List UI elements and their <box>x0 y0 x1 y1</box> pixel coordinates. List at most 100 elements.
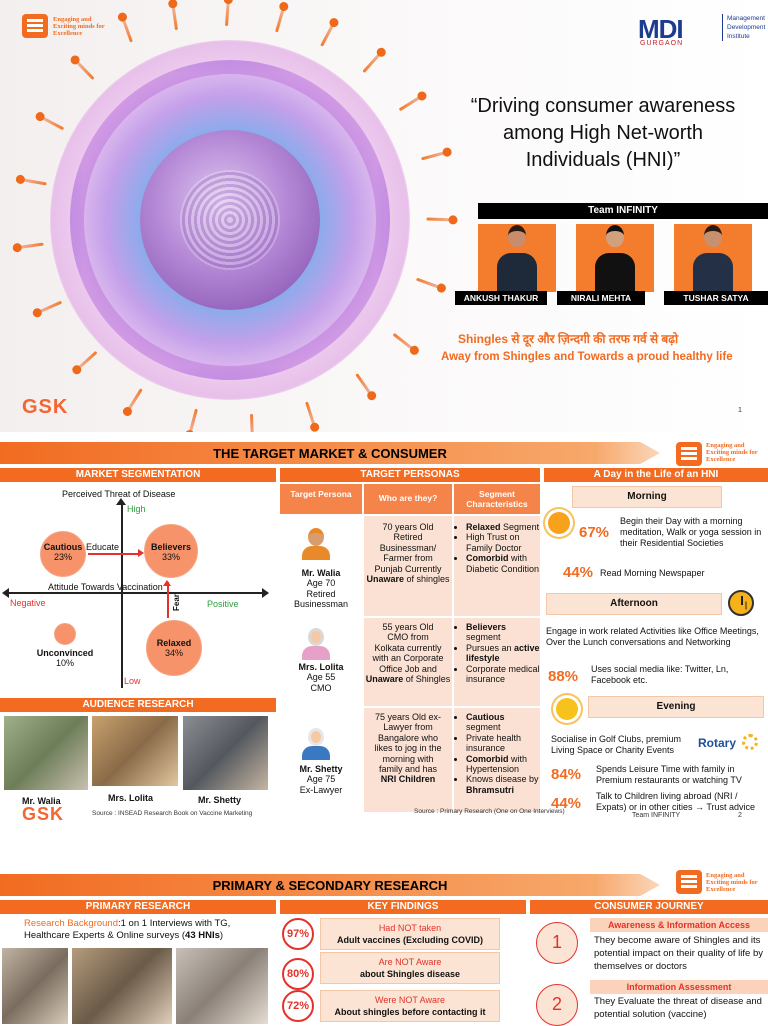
persona-cell <box>454 618 540 706</box>
educate-arrow <box>88 553 140 555</box>
title-bar <box>0 442 660 464</box>
stat-text: Spends Leisure Time with family in Premi… <box>596 764 742 785</box>
avatar <box>693 225 733 293</box>
title-bar <box>0 874 660 896</box>
rotary-logo: Rotary <box>698 736 737 750</box>
evening-text: Socialise in Golf Clubs, premium Living … <box>551 734 682 755</box>
finding-percent: 80% <box>282 958 314 990</box>
team-footer: Team INFINITY <box>632 812 681 819</box>
educate-label: Educate <box>86 542 120 552</box>
afternoon-header: Afternoon <box>546 593 722 615</box>
y-axis-title: Perceived Threat of Disease <box>62 489 176 499</box>
stat-percent: 88% <box>548 668 579 685</box>
brand-logo-icon <box>22 14 48 38</box>
research-photo <box>176 948 268 1024</box>
stat-percent: 84% <box>551 766 582 783</box>
x-axis <box>6 592 264 594</box>
rotary-wheel-icon <box>742 734 758 750</box>
persona-lolita-icon <box>302 622 330 660</box>
sunset-icon <box>556 698 578 720</box>
brand-logo-icon <box>676 442 702 466</box>
persona-lolita-characteristics: Believers segment Pursues an active life… <box>456 622 540 684</box>
journey-step-title: Awareness & Information Access <box>590 918 768 932</box>
market-segmentation-header: MARKET SEGMENTATION <box>0 468 276 482</box>
segment-believers <box>144 524 198 578</box>
audience-caption: Mr. Walia <box>22 796 61 806</box>
consumer-journey-header: CONSUMER JOURNEY <box>530 900 768 914</box>
persona-cell <box>364 618 452 706</box>
target-personas-header: TARGET PERSONAS <box>280 468 540 482</box>
page-number: 2 <box>738 812 742 819</box>
audience-caption: Mrs. Lolita <box>108 793 154 803</box>
column-header: Segment Characteristics <box>454 484 540 514</box>
persona-cell <box>454 516 540 616</box>
persona-shetty-characteristics: Cautious segment Private health insuranc… <box>456 712 540 795</box>
research-photo <box>2 948 68 1024</box>
gsk-logo: GSK <box>22 804 65 824</box>
audience-photo <box>183 716 268 790</box>
segment-relaxed <box>146 620 202 676</box>
evening-header: Evening <box>588 696 764 718</box>
arrow-right-icon <box>138 549 144 557</box>
fear-arrow <box>167 582 169 618</box>
audience-photo <box>92 716 178 786</box>
slide-2: THE TARGET MARKET & CONSUMER Engaging an… <box>0 436 768 832</box>
stat-text: Begin their Day with a morning meditatio… <box>620 516 762 548</box>
stat-percent: 44% <box>551 795 582 812</box>
stat-text: Talk to Children living abroad (NRI / Ex… <box>596 791 756 812</box>
journey-step-title: Information Assessment <box>590 980 768 994</box>
team-member-name: TUSHAR SATYA <box>664 291 768 305</box>
fear-label: Fear <box>171 594 181 611</box>
gsk-logo: GSK <box>22 396 69 418</box>
arrow-up-icon <box>163 580 171 586</box>
journey-step-number: 1 <box>536 922 578 964</box>
mdi-city: GURGAON <box>640 40 684 47</box>
afternoon-text: Engage in work related Activities like O… <box>546 626 759 647</box>
research-background: Research Background:1 on 1 Interviews wi… <box>24 918 231 941</box>
morning-header: Morning <box>572 486 722 508</box>
stat-percent: 44% <box>563 564 594 581</box>
persona-cell <box>454 708 540 812</box>
primary-research-header: PRIMARY RESEARCH <box>0 900 276 914</box>
segment-unconvinced <box>54 623 76 645</box>
persona-shetty-icon <box>302 722 330 760</box>
page-number: 1 <box>738 407 742 414</box>
source-note: Source : INSEAD Research Book on Vaccine… <box>92 810 253 817</box>
avatar <box>497 225 537 293</box>
y-axis-high: High <box>127 504 146 514</box>
arrow-right-icon <box>262 588 269 598</box>
stat-text: Read Morning Newspaper <box>600 568 705 578</box>
team-member-name: ANKUSH THAKUR <box>455 291 547 305</box>
persona-walia-icon <box>302 522 330 560</box>
arrow-up-icon <box>116 498 126 505</box>
persona-walia-characteristics: Relaxed Segment High Trust on Family Doc… <box>456 522 540 574</box>
sun-icon <box>548 512 570 534</box>
key-findings-header: KEY FINDINGS <box>280 900 526 914</box>
mdi-logo: MDI <box>638 14 684 44</box>
team-title: Team INFINITY <box>478 203 768 219</box>
team-member-name: NIRALI MEHTA <box>557 291 645 305</box>
avatar <box>595 225 635 293</box>
x-axis-negative: Negative <box>10 598 46 608</box>
tagline-english: Away from Shingles and Towards a proud h… <box>441 351 733 363</box>
column-header: Target Persona <box>280 484 362 514</box>
research-photo <box>72 948 172 1024</box>
persona-cell <box>364 516 452 616</box>
